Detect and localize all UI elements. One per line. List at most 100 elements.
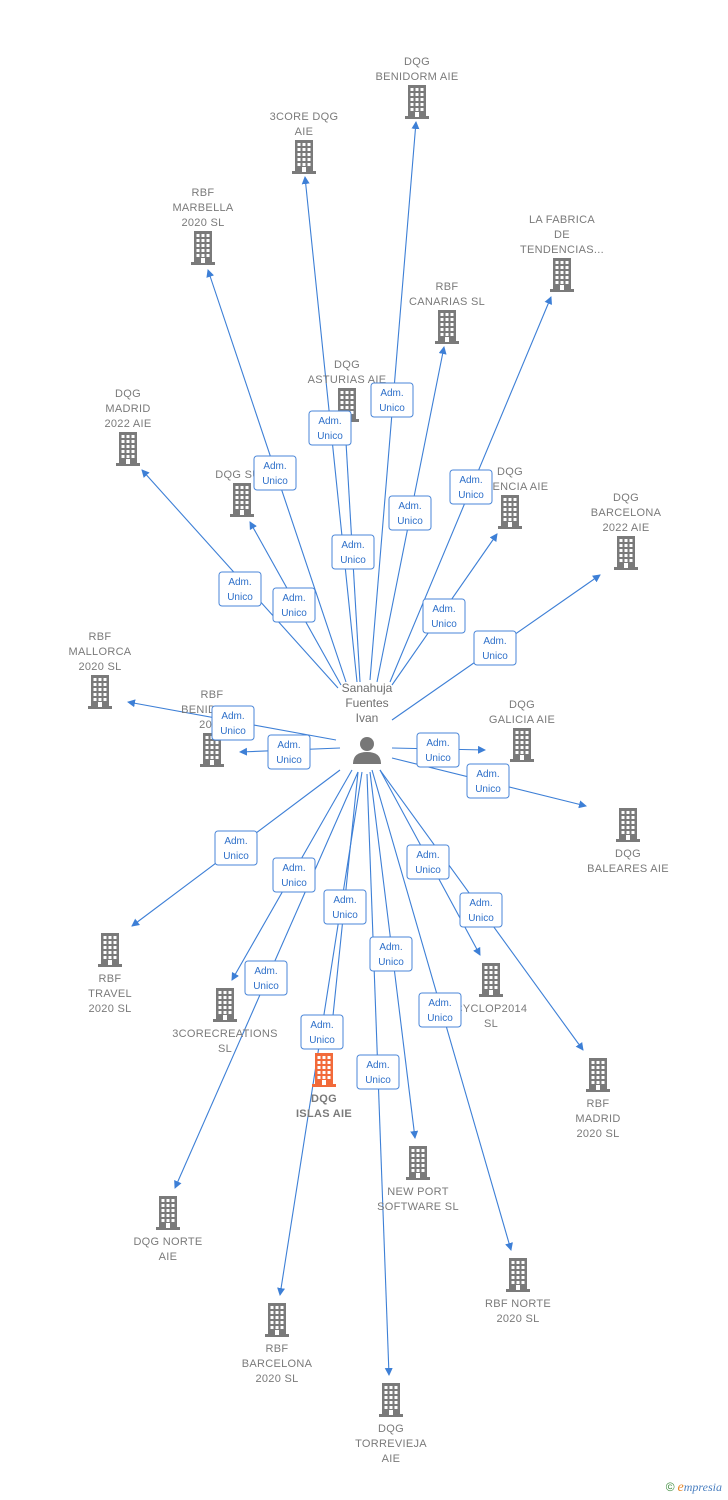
- role-badge[interactable]: Adm.Unico: [369, 936, 413, 972]
- company-label: RBF: [266, 1343, 289, 1355]
- role-badge[interactable]: Adm.Unico: [418, 992, 462, 1028]
- role-label: Unico: [317, 431, 343, 442]
- role-badge[interactable]: Adm.Unico: [416, 732, 460, 768]
- role-label: Unico: [482, 651, 508, 662]
- role-label: Unico: [220, 726, 246, 737]
- company-label: RBF: [192, 187, 215, 199]
- company-label: BENIDORM AIE: [375, 71, 458, 83]
- role-badge-box: [370, 382, 414, 418]
- role-label: Unico: [397, 516, 423, 527]
- role-label: Adm.: [469, 898, 492, 909]
- role-badge[interactable]: Adm.Unico: [214, 830, 258, 866]
- role-label: Unico: [276, 755, 302, 766]
- role-badge[interactable]: Adm.Unico: [323, 889, 367, 925]
- role-label: Unico: [379, 403, 405, 414]
- role-label: Adm.: [366, 1060, 389, 1071]
- person-icon: [353, 737, 381, 764]
- company-label: MARBELLA: [172, 202, 233, 214]
- role-badge[interactable]: Adm.Unico: [331, 534, 375, 570]
- company-label: 2020 SL: [88, 1003, 131, 1015]
- role-badge[interactable]: Adm.Unico: [211, 705, 255, 741]
- role-label: Adm.: [282, 593, 305, 604]
- company-label: 2020 SL: [576, 1128, 619, 1140]
- company-label: ASTURIAS AIE: [308, 374, 387, 386]
- role-badge[interactable]: Adm. Unico: [459, 892, 503, 928]
- building-icon: [98, 933, 122, 967]
- brand-initial: e: [677, 1480, 684, 1495]
- role-badge[interactable]: Adm.Unico: [218, 571, 262, 607]
- role-badge[interactable]: Adm. Unico: [422, 598, 466, 634]
- role-badge[interactable]: Adm.Unico: [308, 410, 352, 446]
- role-badge[interactable]: Adm.Unico: [406, 844, 450, 880]
- role-badge-box: [418, 992, 462, 1028]
- role-badge-box: [369, 936, 413, 972]
- building-icon: [406, 1146, 430, 1180]
- role-badge-box: [214, 830, 258, 866]
- company-label: TRAVEL: [88, 988, 132, 1000]
- company-label: 3CORE DQG: [270, 111, 339, 123]
- building-icon: [479, 963, 503, 997]
- role-badge[interactable]: Adm.Unico: [267, 734, 311, 770]
- role-badge-box: [459, 892, 503, 928]
- role-badge[interactable]: Adm.Unico: [244, 960, 288, 996]
- company-label: RBF: [436, 281, 459, 293]
- brand-name: mpresia: [683, 1480, 722, 1494]
- role-badge[interactable]: Adm.Unico: [272, 857, 316, 893]
- role-badge[interactable]: Adm.Unico: [253, 455, 297, 491]
- role-badge[interactable]: Adm.Unico: [388, 495, 432, 531]
- role-label: Unico: [468, 913, 494, 924]
- building-icon: [312, 1053, 336, 1087]
- role-badge[interactable]: Adm.Unico: [356, 1054, 400, 1090]
- role-badge[interactable]: Adm.Unico: [473, 630, 517, 666]
- company-label: 2020 SL: [255, 1373, 298, 1385]
- role-label: Unico: [309, 1035, 335, 1046]
- role-label: Unico: [475, 784, 501, 795]
- building-icon: [292, 140, 316, 174]
- company-label: RBF: [201, 689, 224, 701]
- company-node-rbf-barcelona-2020-sl[interactable]: RBF BARCELONA 2020 SL: [242, 1303, 313, 1385]
- company-label: RBF NORTE: [485, 1298, 551, 1310]
- role-badge[interactable]: Adm.Unico: [300, 1014, 344, 1050]
- role-badge-box: [356, 1054, 400, 1090]
- role-badge[interactable]: Adm.Unico: [370, 382, 414, 418]
- role-badge-box: [323, 889, 367, 925]
- company-label: 3CORECREATIONS: [172, 1028, 277, 1040]
- company-label: DQG: [115, 388, 141, 400]
- role-label: Unico: [431, 619, 457, 630]
- role-badge[interactable]: Adm.Unico: [466, 763, 510, 799]
- company-label: SOFTWARE SL: [377, 1201, 459, 1213]
- company-label: BARCELONA: [242, 1358, 313, 1370]
- role-label: Adm.: [379, 942, 402, 953]
- role-badge-box: [272, 857, 316, 893]
- role-badge[interactable]: Adm.Unico: [449, 469, 493, 505]
- building-icon: [498, 495, 522, 529]
- role-label: Adm.: [432, 604, 455, 615]
- company-label: TENDENCIAS...: [520, 244, 604, 256]
- role-badge[interactable]: Adm. Unico: [272, 587, 316, 623]
- building-icon: [614, 536, 638, 570]
- building-icon: [506, 1258, 530, 1292]
- footer-brand[interactable]: ©empresia: [666, 1480, 722, 1496]
- company-node-la-fabrica-de-tendencias[interactable]: LA FABRICADETENDENCIAS...: [520, 214, 604, 292]
- company-label: AIE: [382, 1453, 401, 1465]
- role-label: Unico: [281, 608, 307, 619]
